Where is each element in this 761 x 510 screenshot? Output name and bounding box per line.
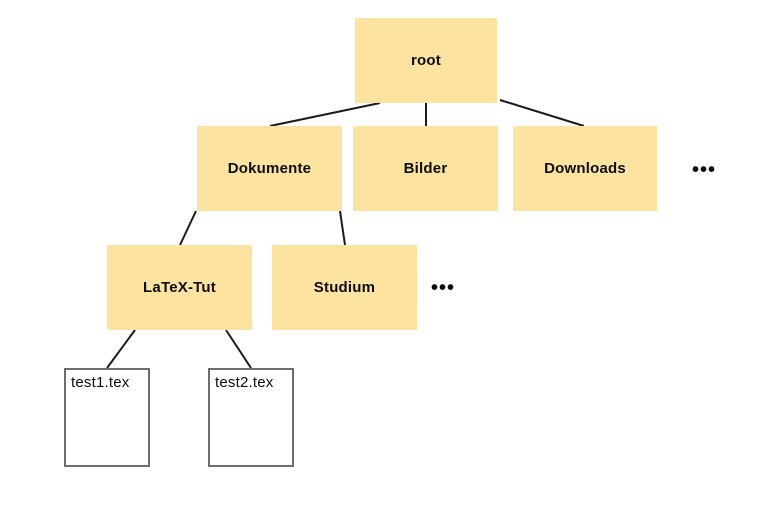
tree-edge-dokumente-to-studium	[339, 210, 346, 246]
file-node-test2[interactable]: test2.tex	[208, 368, 294, 467]
tree-edge-root-to-downloads	[499, 99, 585, 127]
folder-node-dokumente[interactable]: Dokumente	[197, 126, 342, 211]
tree-edge-latextut-to-test2	[225, 329, 252, 369]
folder-node-studium[interactable]: Studium	[272, 245, 417, 330]
folder-node-root[interactable]: root	[355, 18, 497, 103]
tree-edge-dokumente-to-latextut	[179, 210, 197, 246]
ellipsis-level3: •••	[431, 277, 456, 299]
file-node-test1[interactable]: test1.tex	[64, 368, 150, 467]
tree-edge-latextut-to-test1	[106, 329, 136, 369]
folder-node-downloads[interactable]: Downloads	[513, 126, 657, 211]
folder-node-latextut[interactable]: LaTeX-Tut	[107, 245, 252, 330]
tree-edge-root-to-dokumente	[269, 102, 381, 127]
ellipsis-level2: •••	[692, 159, 717, 181]
folder-node-bilder[interactable]: Bilder	[353, 126, 498, 211]
